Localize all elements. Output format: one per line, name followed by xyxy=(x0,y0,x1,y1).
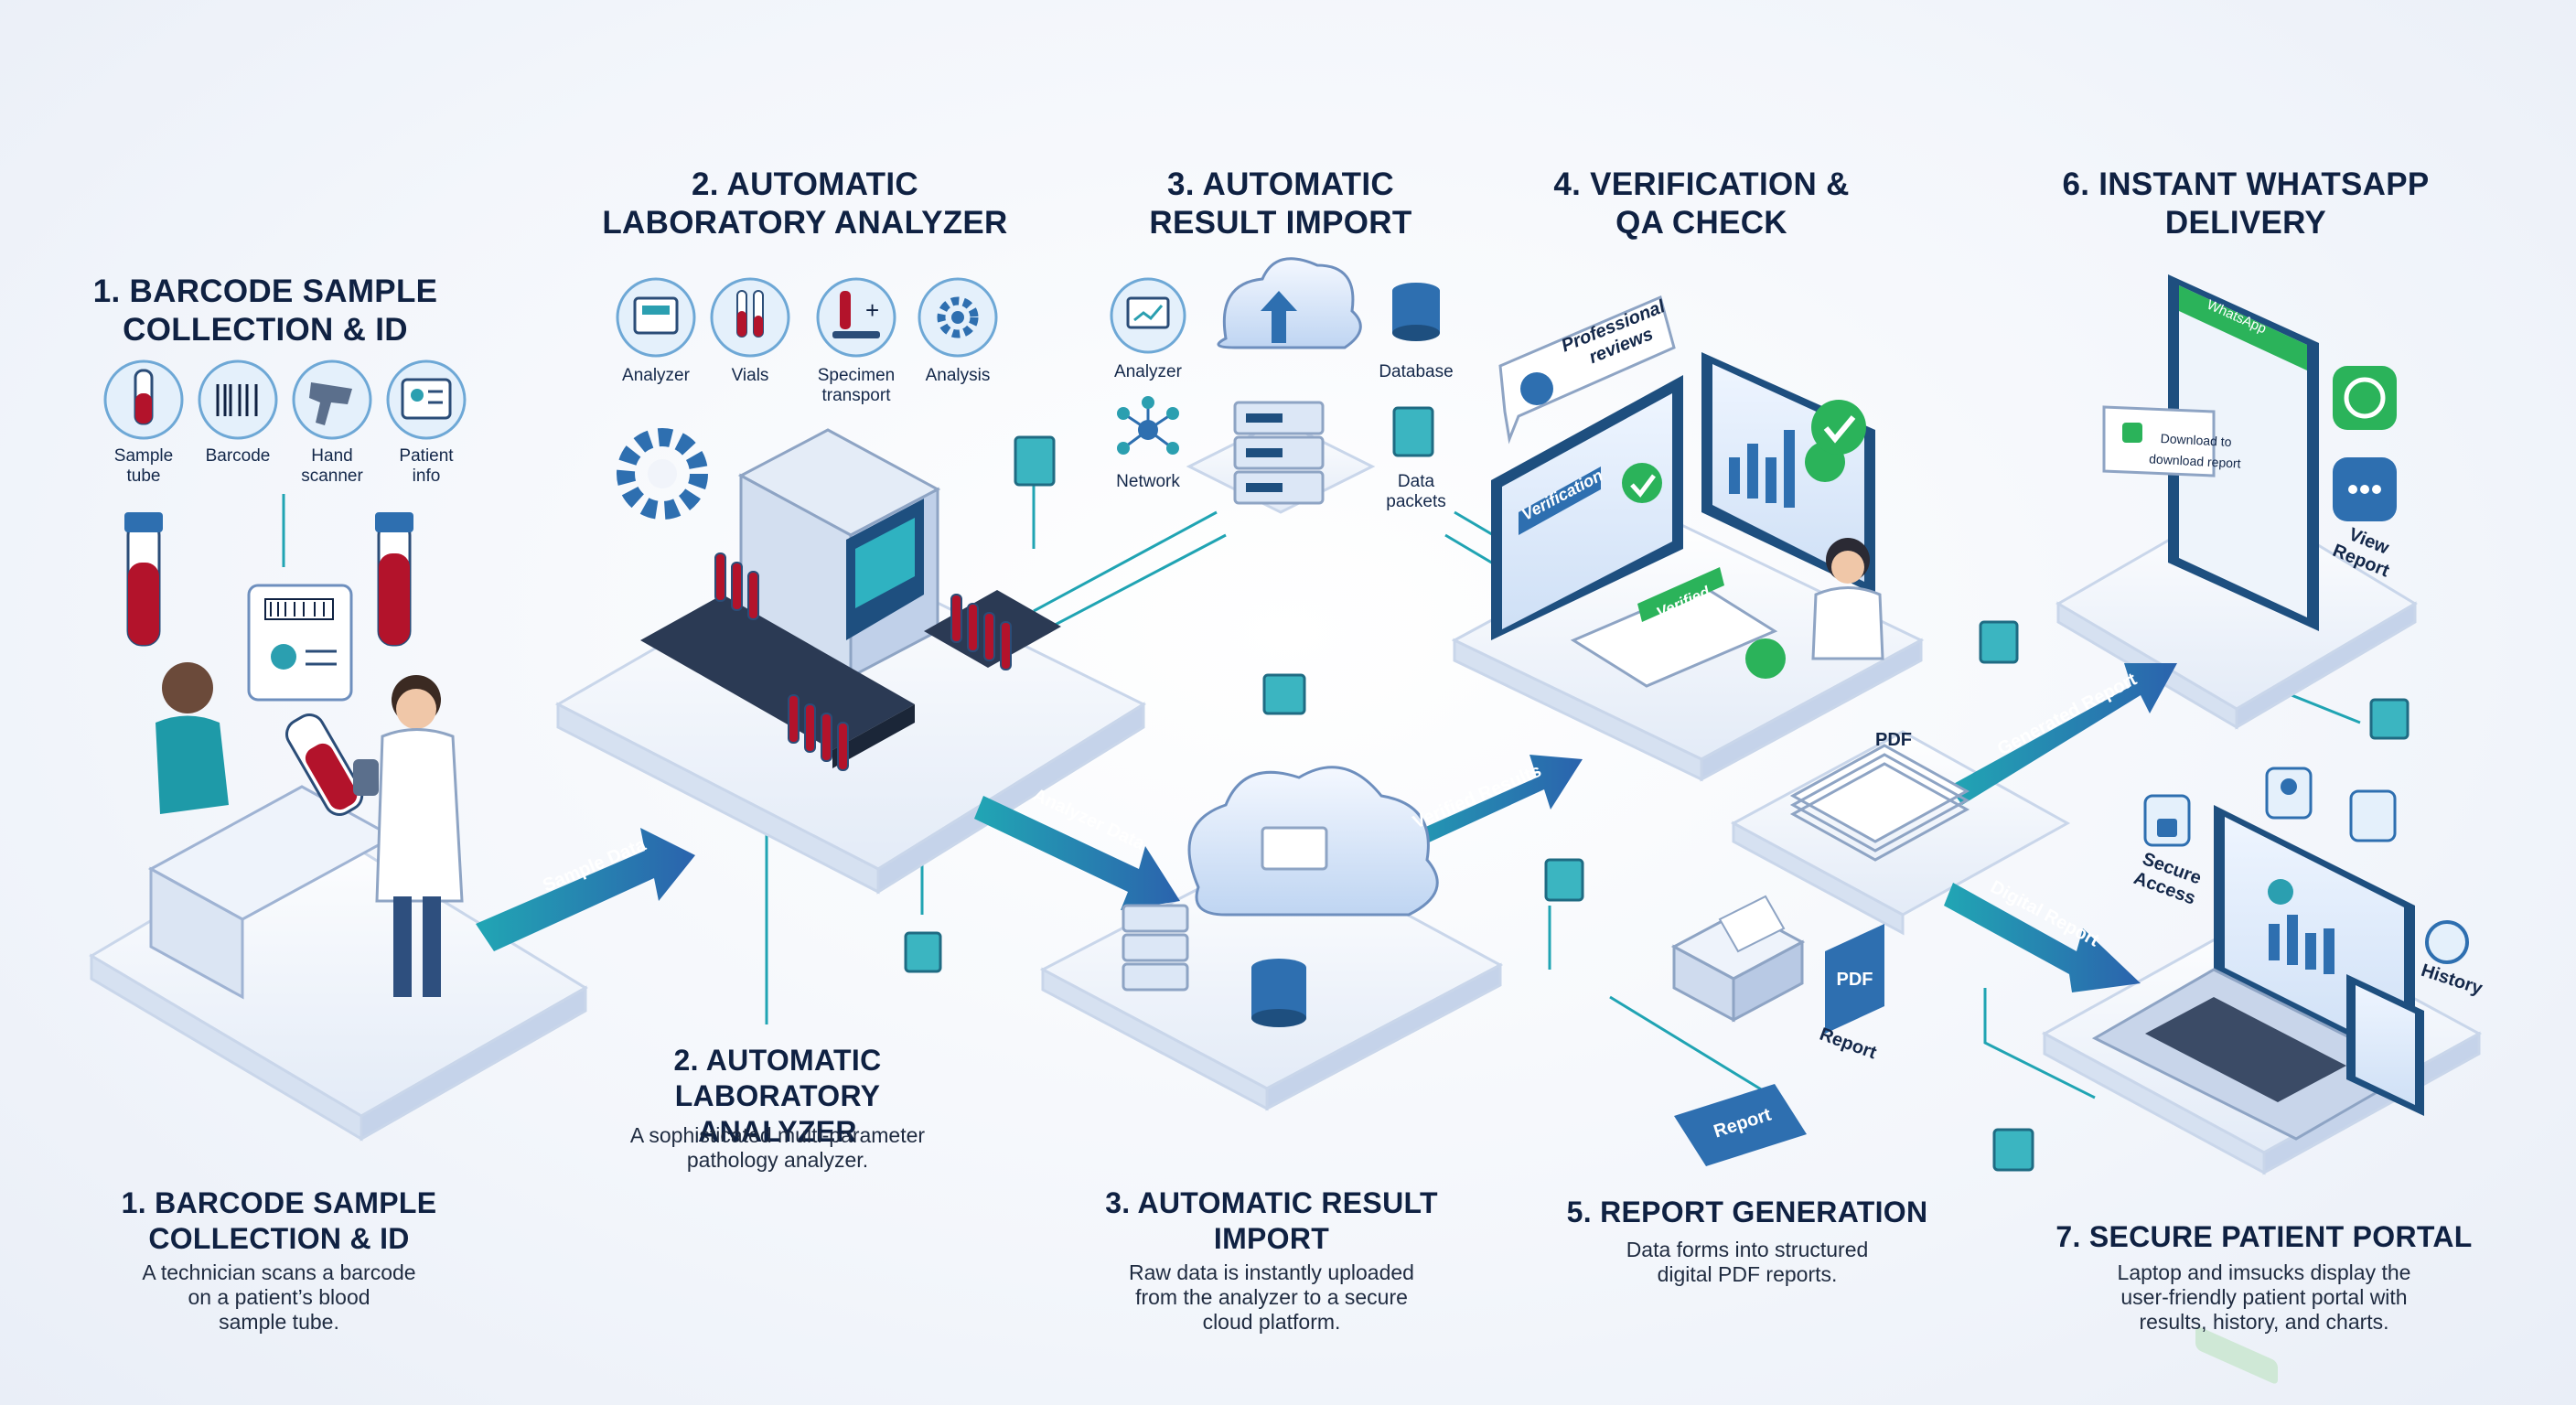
s1-icon-row xyxy=(103,359,467,440)
s1-scene xyxy=(124,512,464,1000)
s3-cloud-scene xyxy=(1122,673,1439,1027)
s1-icon-label-scanner: Hand scanner xyxy=(301,446,363,486)
s2-description: A sophisticated multi-parameter patholog… xyxy=(629,1123,926,1172)
sample-data-arrow xyxy=(476,828,695,951)
s1-icon-label-info: Patient info xyxy=(399,446,454,486)
s2-icon-label-analyzer: Analyzer xyxy=(622,366,690,385)
s3-import-scene xyxy=(1110,257,1440,505)
s2-analyzer-scene xyxy=(617,428,1061,973)
s7-description: Laptop and imsucks display the user-frie… xyxy=(2117,1260,2411,1334)
s1-title-bottom: 1. BARCODE SAMPLE COLLECTION & ID xyxy=(121,1186,437,1255)
s3-description: Raw data is instantly uploaded from the … xyxy=(1129,1260,1414,1334)
s2-icon-label-analysis: Analysis xyxy=(925,366,991,385)
s1-title-top: 1. BARCODE SAMPLE COLLECTION & ID xyxy=(92,273,438,348)
s7-portal-scene xyxy=(2091,767,2469,1141)
s5-report-scene xyxy=(1670,620,2034,1172)
digital-report-arrow xyxy=(1944,883,2141,992)
svg-text:+: + xyxy=(865,296,879,324)
s5-pdf-doc-label: PDF xyxy=(1836,970,1873,990)
s6-notification-text: Download to download report xyxy=(2148,430,2241,471)
s3-title-bottom: 3. AUTOMATIC RESULT IMPORT xyxy=(1105,1186,1438,1255)
s2-title-bottom: 2. AUTOMATIC LABORATORY ANALYZER xyxy=(673,1044,882,1148)
s4-verification-scene xyxy=(1491,295,1884,902)
analyzer-data-arrow xyxy=(974,796,1180,910)
s2-icon-label-transport: Specimen transport xyxy=(817,366,896,405)
s6-title-top: 6. INSTANT WHATSAPP DELIVERY xyxy=(2062,166,2430,241)
s2-icon-label-vials: Vials xyxy=(731,366,769,385)
generated-report-arrow xyxy=(1948,663,2177,805)
s3-title-top: 3. AUTOMATIC RESULT IMPORT xyxy=(1149,166,1412,241)
s2-title-top: 2. AUTOMATIC LABORATORY ANALYZER xyxy=(602,166,1008,241)
flow-arrows xyxy=(476,663,2177,992)
s5-pdf-stack-label: PDF xyxy=(1875,730,1912,750)
s1-icon-label-barcode: Barcode xyxy=(205,446,271,466)
s7-title-bottom: 7. SECURE PATIENT PORTAL xyxy=(2055,1220,2473,1253)
s6-whatsapp-scene xyxy=(2102,274,2410,1384)
s3-icon-label-network: Network xyxy=(1116,472,1180,491)
s4-title-top: 4. VERIFICATION & QA CHECK xyxy=(1553,166,1850,241)
s1-icon-label-tube: Sample tube xyxy=(113,446,174,486)
s3-icon-label-database: Database xyxy=(1379,362,1454,381)
s5-title-bottom: 5. REPORT GENERATION xyxy=(1566,1196,1928,1228)
s3-icon-label-packets: Data packets xyxy=(1386,472,1446,511)
s5-description: Data forms into structured digital PDF r… xyxy=(1626,1238,1869,1286)
s3-icon-label-analyzer: Analyzer xyxy=(1114,362,1182,381)
s1-description: A technician scans a barcode on a patien… xyxy=(142,1260,416,1334)
s2-icon-row: + xyxy=(616,277,998,358)
